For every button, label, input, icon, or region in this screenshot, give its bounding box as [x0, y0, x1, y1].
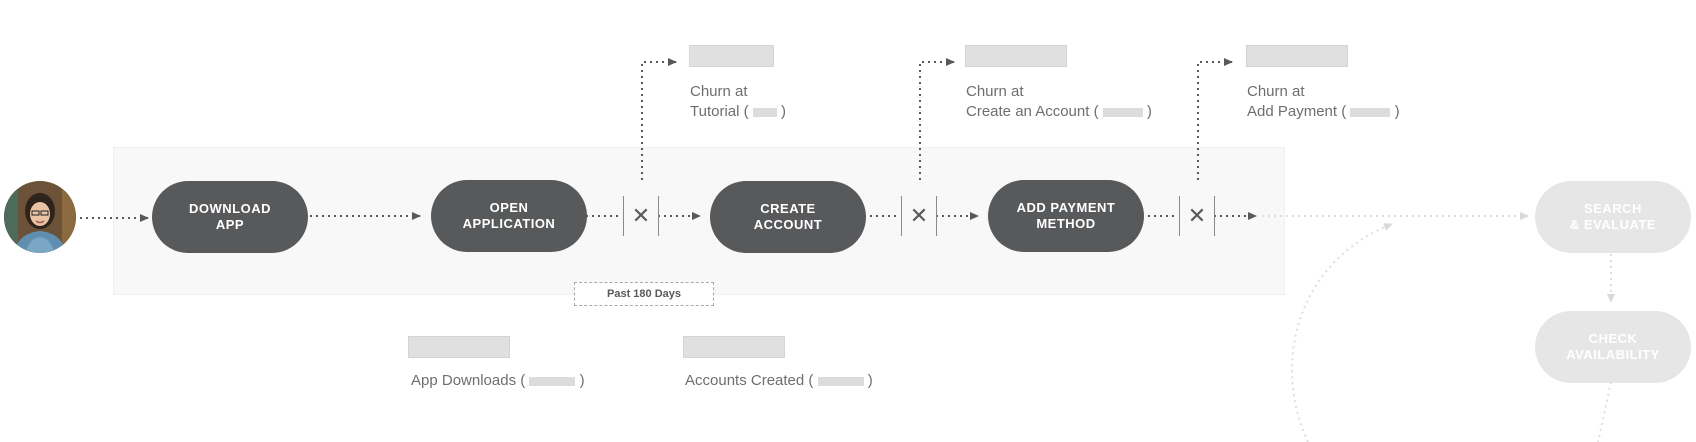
close-icon: ✕: [1187, 203, 1207, 229]
churn-label-payment: Churn at Add Payment ( ): [1247, 82, 1400, 122]
redacted-value: [752, 107, 777, 117]
metric-label: App Downloads (: [411, 372, 526, 389]
step-search-evaluate[interactable]: SEARCH & EVALUATE: [1535, 181, 1691, 253]
connector-check-down: [1597, 381, 1612, 442]
metric-value-block-downloads: [408, 336, 510, 358]
churn-stage: Tutorial (: [690, 103, 749, 120]
step-add-payment-method[interactable]: ADD PAYMENT METHOD: [988, 180, 1144, 252]
redacted-value: [1102, 107, 1143, 117]
paren-close: ): [780, 103, 786, 120]
churn-label-tutorial: Churn at Tutorial ( ): [690, 82, 786, 122]
churn-stage: Create an Account (: [966, 103, 1099, 120]
churn-title: Churn at: [690, 83, 748, 100]
churn-stage: Add Payment (: [1247, 103, 1347, 120]
period-note: Past 180 Days: [574, 282, 714, 306]
churn-branch-tutorial: [641, 58, 677, 180]
churn-branch-payment: [1197, 58, 1233, 180]
churn-value-block-payment: [1246, 45, 1348, 67]
churn-value-block-account: [965, 45, 1067, 67]
step-create-account[interactable]: CREATE ACCOUNT: [710, 181, 866, 253]
paren-close: ): [1394, 103, 1400, 120]
churn-title: Churn at: [966, 83, 1024, 100]
dropoff-marker-payment: ✕: [1179, 196, 1215, 236]
paren-close: ): [867, 372, 873, 389]
close-icon: ✕: [631, 203, 651, 229]
step-open-application[interactable]: OPEN APPLICATION: [431, 180, 587, 252]
churn-value-block-tutorial: [689, 45, 774, 67]
close-icon: ✕: [909, 203, 929, 229]
dropoff-marker-tutorial: ✕: [623, 196, 659, 236]
redacted-value: [529, 376, 576, 386]
paren-close: ): [579, 372, 585, 389]
loop-arc: [1290, 223, 1393, 442]
user-avatar: [4, 181, 76, 253]
metric-accounts-created: Accounts Created ( ): [685, 372, 873, 389]
metric-label: Accounts Created (: [685, 372, 814, 389]
metric-app-downloads: App Downloads ( ): [411, 372, 585, 389]
paren-close: ): [1146, 103, 1152, 120]
churn-title: Churn at: [1247, 83, 1305, 100]
step-check-availability[interactable]: CHECK AVAILABILITY: [1535, 311, 1691, 383]
user-photo-icon: [4, 181, 76, 253]
step-download-app[interactable]: DOWNLOAD APP: [152, 181, 308, 253]
dropoff-marker-account: ✕: [901, 196, 937, 236]
redacted-value: [1350, 107, 1391, 117]
redacted-value: [817, 376, 864, 386]
churn-branch-account: [919, 58, 955, 180]
metric-value-block-accounts: [683, 336, 785, 358]
churn-label-account: Churn at Create an Account ( ): [966, 82, 1152, 122]
